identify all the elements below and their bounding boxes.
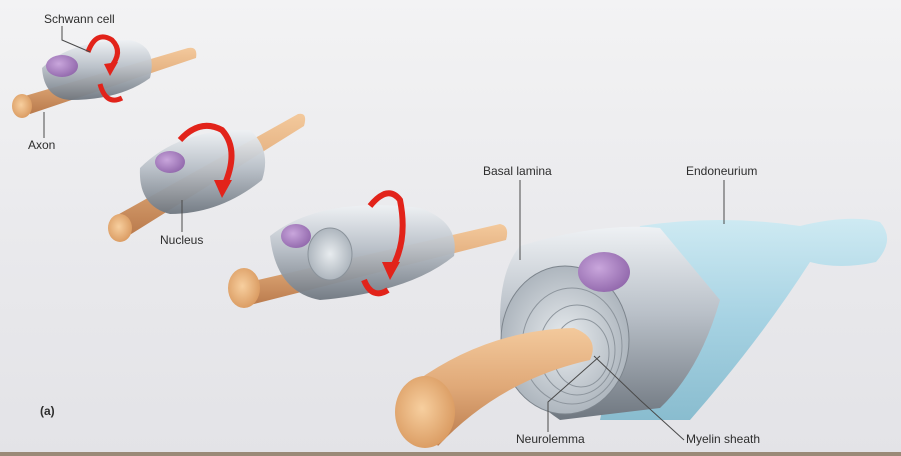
stage-1-nucleus [46,55,78,77]
stage-3-schwann-cell [270,205,455,300]
stage-3-wrapped-layers [307,227,353,281]
stage-2-arrowhead [214,180,232,198]
label-nucleus: Nucleus [160,233,204,247]
stage-2-rotation-arrow [177,122,235,188]
stage-1-rotation-arrow [85,34,120,70]
stage-1-schwann-cell [42,40,152,100]
stage-3-rotation-arrow [367,190,406,270]
stage-4-nucleus [578,252,630,292]
leader-neurolemma [547,355,601,432]
stage-1-rotation-arrow-lower [97,83,124,103]
label-axon: Axon [28,138,56,152]
stage-3-arrowhead [382,262,400,280]
panel-label: (a) [40,404,55,418]
label-endoneurium: Endoneurium [686,164,758,178]
stage-1-axon-cut-face [12,94,32,118]
leader-schwann-cell [61,26,91,53]
stage-1-arrowhead [104,62,118,76]
label-myelin-sheath: Myelin sheath [686,432,761,446]
label-neurolemma: Neurolemma [516,432,585,446]
leader-myelin-sheath [593,355,685,441]
stage-3-axon-cut-face [228,268,260,308]
bottom-border [0,452,901,456]
leader-lines [43,26,725,441]
stage-4-axon-cut-face [395,376,455,448]
stage-3-nucleus [281,224,311,248]
stage-3-wrapping [228,190,508,308]
stage-2-axon-cut-face [108,214,132,242]
label-schwann-cell: Schwann cell [44,12,115,26]
stage-3-rotation-arrow-lower [361,278,390,297]
stage-2-wrapping [108,113,306,242]
stage-4-myelinated-fiber [395,218,888,448]
stage-2-nucleus [155,151,185,173]
label-basal-lamina: Basal lamina [483,164,552,178]
stage-2-schwann-cell [139,129,266,214]
stage-1-wrapping [12,34,197,118]
